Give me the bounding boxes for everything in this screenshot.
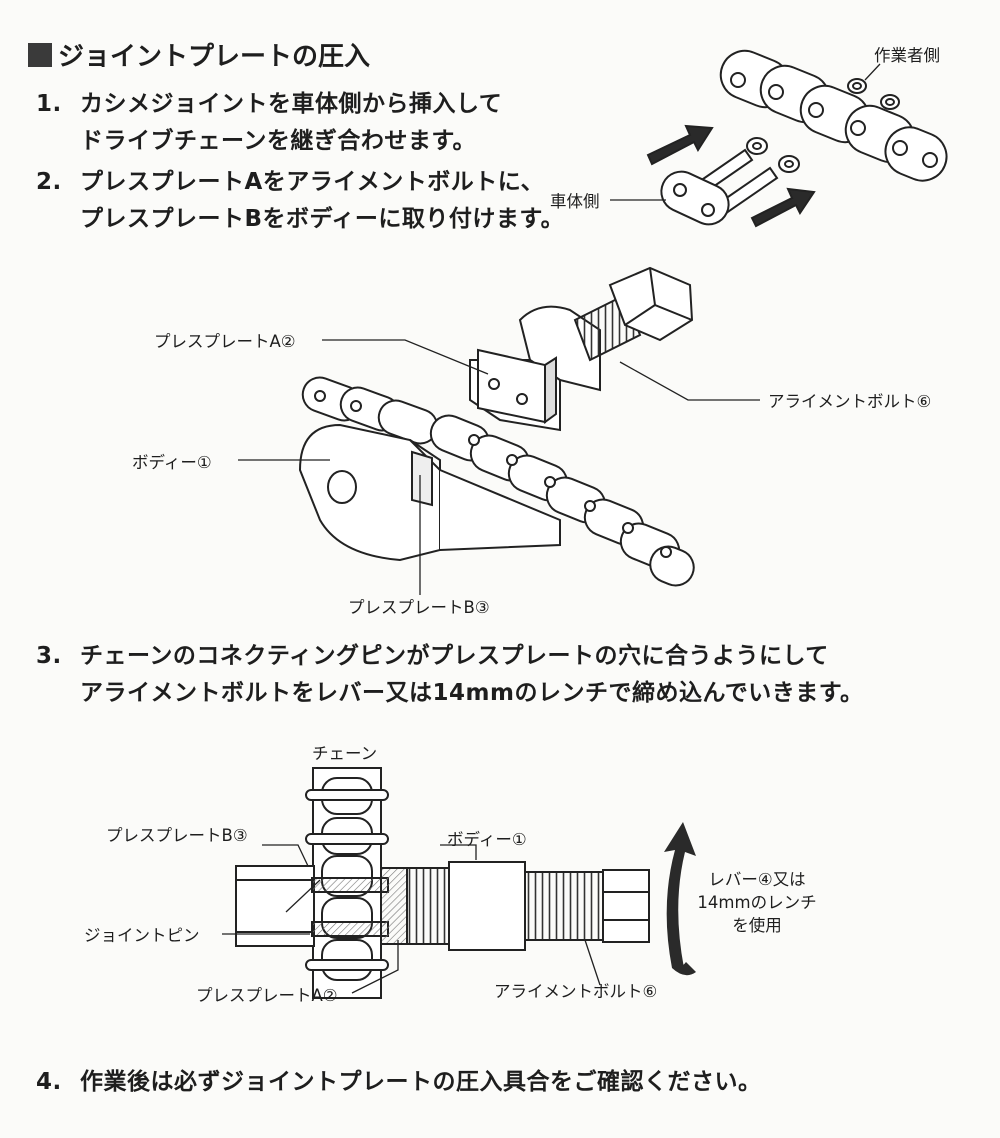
washers bbox=[746, 78, 900, 173]
step-2-line1: プレスプレートAをアライメントボルトに、 bbox=[80, 169, 545, 195]
step-4-number: 4. bbox=[36, 1069, 62, 1095]
arrow-upper bbox=[646, 124, 714, 166]
rotation-arrow bbox=[664, 822, 696, 968]
label-joint-pin: ジョイントピン bbox=[84, 926, 200, 945]
heading-text: ジョイントプレートの圧入 bbox=[58, 42, 371, 72]
step-2-line2: プレスプレートBをボディーに取り付けます。 bbox=[80, 206, 565, 232]
label-press-plate-a: プレスプレートA② bbox=[154, 332, 296, 351]
lever-note-line2: 14mmのレンチ bbox=[697, 893, 817, 912]
step-1-line2: ドライブチェーンを継ぎ合わせます。 bbox=[80, 128, 477, 154]
page-heading: ジョイントプレートの圧入 bbox=[28, 36, 370, 73]
step-2-number: 2. bbox=[36, 169, 62, 195]
joint-pin-upper bbox=[311, 877, 389, 893]
step-3-line2: アライメントボルトをレバー又は14mmのレンチで締め込んでいきます。 bbox=[80, 680, 864, 706]
lever-note-line3: を使用 bbox=[732, 916, 782, 935]
upper-chain bbox=[719, 49, 948, 182]
tool-section-diagram bbox=[222, 767, 696, 999]
alignment-bolt-iso bbox=[573, 266, 694, 362]
bolt-head-section bbox=[602, 869, 650, 943]
label-chain: チェーン bbox=[312, 744, 378, 763]
arrow-lower bbox=[750, 187, 816, 228]
tool-isometric-diagram bbox=[238, 266, 760, 595]
joint-plate bbox=[660, 170, 730, 226]
label-vehicle-side: 車体側 bbox=[550, 192, 600, 211]
joint-exploded-diagram bbox=[610, 49, 948, 228]
step-1: 1. カシメジョイントを車体側から挿入して ドライブチェーンを継ぎ合わせます。 bbox=[36, 86, 502, 160]
step-4: 4. 作業後は必ずジョイントプレートの圧入具合をご確認ください。 bbox=[36, 1064, 762, 1101]
body-section bbox=[448, 861, 526, 951]
step-4-line1: 作業後は必ずジョイントプレートの圧入具合をご確認ください。 bbox=[80, 1069, 762, 1095]
label-lever-note: レバー④又は 14mmのレンチ を使用 bbox=[692, 868, 822, 937]
chain-iso bbox=[301, 376, 695, 587]
heading-bullet-icon bbox=[28, 42, 52, 67]
label-press-plate-a-section: プレスプレートA② bbox=[196, 986, 338, 1005]
step-1-line1: カシメジョイントを車体側から挿入して bbox=[80, 91, 503, 117]
label-worker-side: 作業者側 bbox=[874, 46, 940, 65]
label-alignment-bolt: アライメントボルト⑥ bbox=[768, 392, 932, 411]
step-3-number: 3. bbox=[36, 643, 62, 669]
step-1-number: 1. bbox=[36, 91, 62, 117]
label-body: ボディー① bbox=[132, 453, 212, 472]
joint-pin-lower bbox=[311, 921, 389, 937]
leader-lines-fig2 bbox=[238, 339, 760, 595]
press-plate-a-iso bbox=[477, 348, 557, 424]
press-plate-a-section bbox=[380, 867, 408, 945]
lever-note-line1: レバー④又は bbox=[708, 870, 806, 889]
label-press-plate-b-section: プレスプレートB③ bbox=[106, 826, 248, 845]
label-press-plate-b: プレスプレートB③ bbox=[348, 598, 490, 617]
label-alignment-bolt-section: アライメントボルト⑥ bbox=[494, 982, 658, 1001]
step-2: 2. プレスプレートAをアライメントボルトに、 プレスプレートBをボディーに取り付… bbox=[36, 164, 564, 238]
label-body-section: ボディー① bbox=[447, 830, 527, 849]
step-3-line1: チェーンのコネクティングピンがプレスプレートの穴に合うようにして bbox=[80, 643, 829, 669]
step-3: 3. チェーンのコネクティングピンがプレスプレートの穴に合うようにして アライメン… bbox=[36, 638, 864, 712]
